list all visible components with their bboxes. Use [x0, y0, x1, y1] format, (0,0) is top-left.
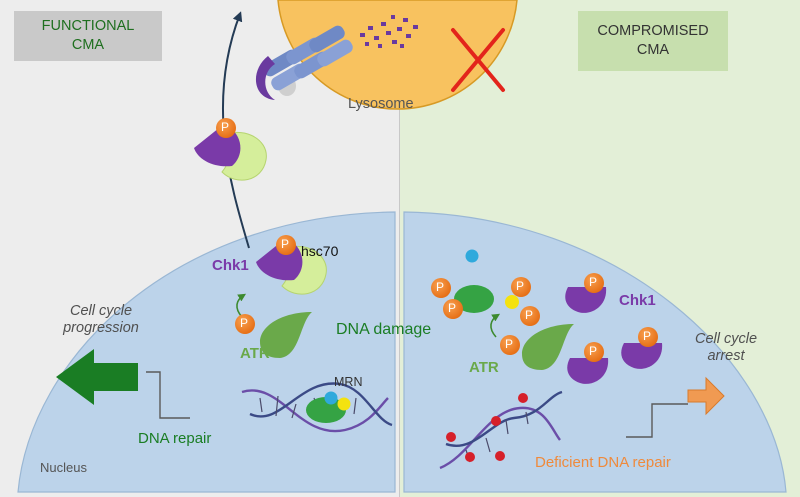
left-arrow-icon — [56, 349, 138, 405]
cell-cycle-arrest-label: Cell cycle arrest — [694, 331, 758, 365]
atr-left-icon — [235, 312, 312, 358]
mrn-label: MRN — [334, 375, 363, 389]
chk1-hsc70-complex-migrating — [194, 118, 267, 181]
phospho-label: P — [505, 337, 514, 351]
atr-left-label: ATR — [240, 345, 270, 362]
phospho-label: P — [589, 344, 598, 358]
right-arrow-icon — [687, 376, 725, 416]
hsc70-label: hsc70 — [301, 243, 339, 259]
dna-helix-icon — [241, 382, 393, 433]
left-panel-title: FUNCTIONAL CMA — [14, 11, 162, 61]
cross-icon — [451, 28, 505, 92]
phospho-label: P — [516, 279, 525, 293]
chk1-right-3 — [567, 342, 609, 384]
chk1-right-1 — [565, 273, 607, 313]
chk1-right-2 — [621, 327, 663, 369]
deficient-dna-repair-label: Deficient DNA repair — [535, 454, 671, 471]
phospho-label: P — [221, 120, 230, 134]
chk1-right-label: Chk1 — [619, 292, 656, 309]
cell-cycle-progression-label: Cell cycle progression — [63, 303, 139, 337]
degraded-fragments-icon — [360, 15, 418, 48]
atr-right-icon — [500, 324, 574, 370]
mrn-complex-icon — [306, 391, 351, 423]
phospho-label: P — [643, 329, 652, 343]
phospho-label: P — [281, 237, 290, 251]
chk1-left-label: Chk1 — [212, 257, 249, 274]
phospho-label: P — [525, 308, 534, 322]
atr-right-label: ATR — [469, 359, 499, 376]
chk1-hsc70-complex-nucleus — [256, 235, 327, 295]
receptor-cluster-icon — [255, 25, 353, 100]
phospho-label: P — [448, 301, 457, 315]
phospho-label: P — [436, 280, 445, 294]
phospho-label: P — [240, 316, 249, 330]
nucleus-label: Nucleus — [40, 460, 87, 475]
dna-damage-sites — [446, 393, 528, 462]
lysosome-label: Lysosome — [348, 96, 414, 112]
right-panel-title: COMPROMISED CMA — [578, 11, 728, 71]
atr-complex-right — [431, 277, 540, 326]
dna-repair-label: DNA repair — [138, 430, 212, 447]
dna-damage-label: DNA damage — [336, 321, 432, 338]
phospho-label: P — [589, 275, 598, 289]
